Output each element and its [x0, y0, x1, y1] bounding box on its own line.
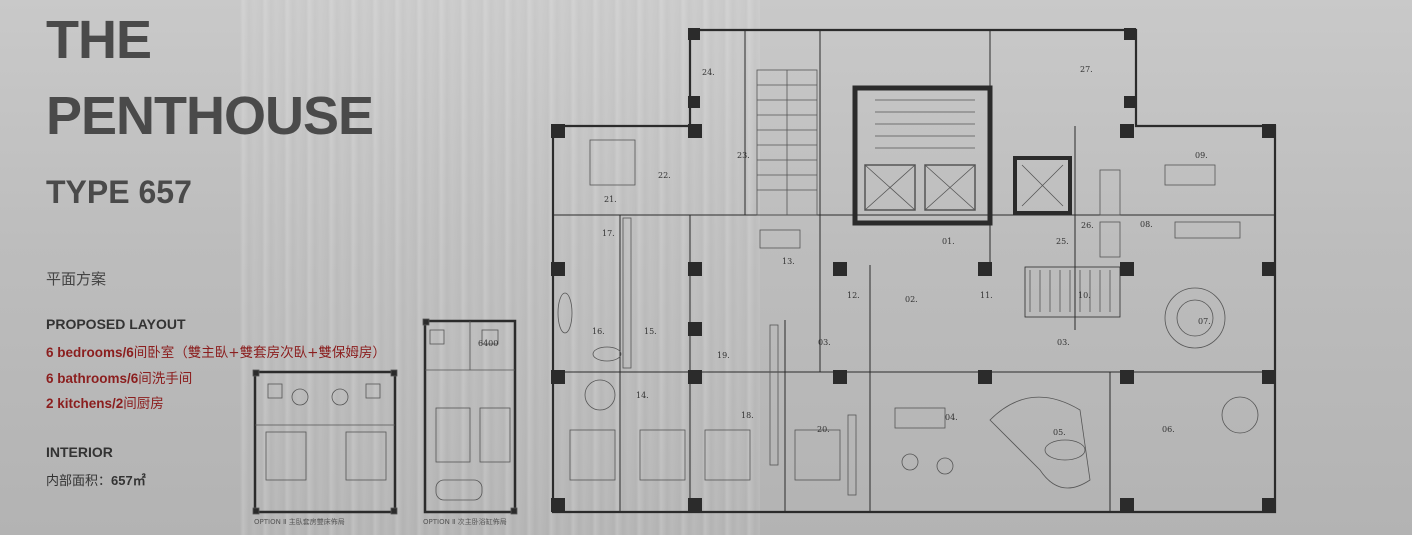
room-label-07: 07. — [1198, 317, 1211, 326]
room-label-20: 20. — [817, 425, 830, 434]
room-label-02: 02. — [905, 295, 918, 304]
spec-bathrooms-en: 6 bathrooms/6 — [46, 371, 139, 386]
plan-scheme-label: 平面方案 — [46, 270, 107, 288]
room-label-09: 09. — [1195, 151, 1208, 160]
room-label-16: 16. — [592, 327, 605, 336]
room-label-06: 06. — [1162, 425, 1175, 434]
spec-bedrooms: 6 bedrooms/6间卧室（雙主臥+雙套房次臥+雙保姆房） — [46, 341, 386, 361]
room-label-22: 22. — [658, 171, 671, 180]
room-label-18: 18. — [741, 411, 754, 420]
room-label-04: 04. — [945, 413, 958, 422]
room-label-10: 10. — [1078, 291, 1091, 300]
spec-bathrooms-cn: 间洗手间 — [138, 371, 193, 387]
room-label-27: 27. — [1080, 65, 1093, 74]
room-label-13: 13. — [782, 257, 795, 266]
room-label-11: 11. — [980, 291, 993, 300]
type-subtitle: TYPE 657 — [46, 174, 192, 210]
room-label-25: 25. — [1056, 237, 1069, 246]
proposed-layout-heading: PROPOSED LAYOUT — [46, 316, 186, 332]
spec-bedrooms-cn: 间卧室（雙主臥+雙套房次臥+雙保姆房） — [133, 345, 386, 361]
core-stair-elevators — [756, 69, 1072, 226]
option-caption-1: OPTION Ⅱ 主臥套房雙床佈局 — [254, 518, 345, 526]
room-label-17: 17. — [602, 229, 615, 238]
room-label-26: 26. — [1081, 221, 1094, 230]
main-plan-walls — [551, 28, 1277, 514]
interior-area-value: 657㎡ — [111, 473, 146, 488]
interior-area-label: 内部面积： — [46, 474, 112, 489]
room-label-15: 15. — [644, 327, 657, 336]
interior-heading: INTERIOR — [46, 444, 113, 460]
option-plan-2: 6400 — [422, 318, 518, 515]
room-label-23: 23. — [737, 151, 750, 160]
room-label-03b: 03. — [1057, 338, 1070, 347]
furniture — [557, 139, 1259, 496]
room-label-19: 19. — [717, 351, 730, 360]
room-label-24: 24. — [702, 68, 715, 77]
background-texture — [240, 0, 760, 535]
room-label-08: 08. — [1140, 220, 1153, 229]
title-line-2: PENTHOUSE — [46, 86, 374, 146]
spec-bedrooms-en: 6 bedrooms/6 — [46, 345, 134, 360]
room-label-14: 14. — [636, 391, 649, 400]
spec-kitchens: 2 kitchens/2间厨房 — [46, 392, 164, 412]
interior-area: 内部面积：657㎡ — [46, 470, 146, 489]
title-line-1: THE — [46, 10, 152, 70]
structural-columns — [551, 28, 1276, 512]
option-dimension-note: 6400 — [478, 339, 498, 348]
spec-kitchens-cn: 间厨房 — [123, 396, 164, 412]
option-caption-2: OPTION Ⅱ 次主卧浴缸佈局 — [423, 518, 507, 526]
spec-kitchens-en: 2 kitchens/2 — [46, 396, 124, 411]
spec-bathrooms: 6 bathrooms/6间洗手间 — [46, 367, 192, 387]
room-label-01: 01. — [942, 237, 955, 246]
room-label-12: 12. — [847, 291, 860, 300]
room-label-21: 21. — [604, 195, 617, 204]
room-label-03a: 03. — [818, 338, 831, 347]
room-label-05: 05. — [1053, 428, 1066, 437]
option-plan-1 — [252, 369, 398, 515]
